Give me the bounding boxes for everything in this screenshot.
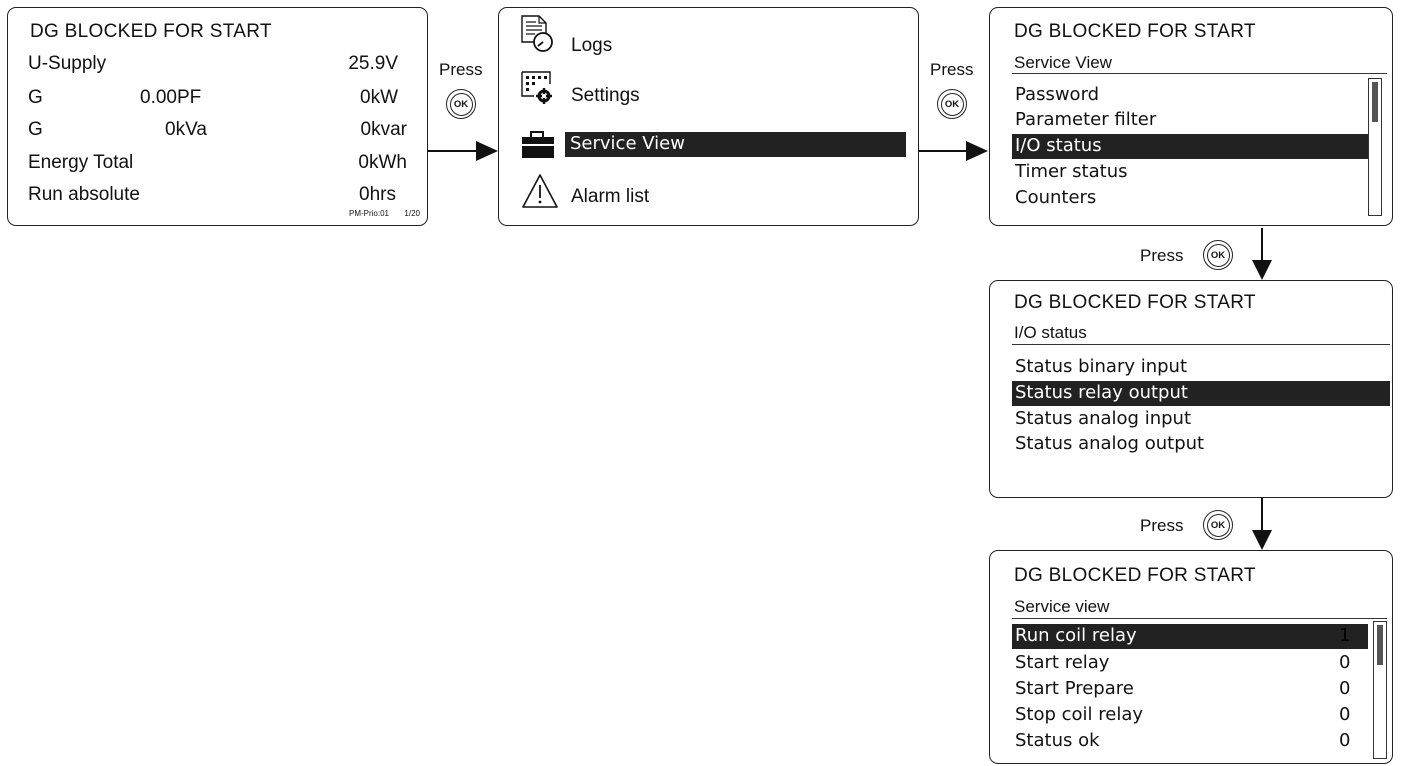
subtitle-divider bbox=[1012, 73, 1387, 75]
menu-item-parameter-filter[interactable]: Parameter filter bbox=[1012, 108, 1362, 133]
menu-item-label: Counters bbox=[1015, 187, 1097, 208]
screen-subtitle: Service view bbox=[1014, 597, 1110, 616]
ok-button-2[interactable]: OK bbox=[937, 89, 967, 119]
relay-value: 0 bbox=[1339, 704, 1351, 725]
row-value: 0kWh bbox=[358, 152, 407, 173]
menu-item-label: Timer status bbox=[1015, 161, 1128, 182]
arrow-down-2 bbox=[1252, 530, 1272, 550]
row-value: 0kvar bbox=[360, 119, 407, 140]
menu-item-label: Status binary input bbox=[1015, 356, 1188, 377]
ok-icon: OK bbox=[940, 92, 964, 116]
menu-item-label: Service View bbox=[570, 133, 685, 154]
scrollbar-thumb[interactable] bbox=[1377, 625, 1383, 665]
press-label-4: Press bbox=[1140, 516, 1184, 535]
relay-value: 1 bbox=[1339, 625, 1351, 646]
relay-row-run-coil[interactable]: Run coil relay 1 bbox=[1012, 624, 1368, 649]
arrow-right-2 bbox=[966, 141, 988, 161]
io-status-panel: DG BLOCKED FOR START I/O status Status b… bbox=[989, 280, 1393, 498]
menu-item-service-view[interactable]: Service View bbox=[565, 132, 906, 157]
ok-button-1[interactable]: OK bbox=[446, 89, 476, 119]
scrollbar[interactable] bbox=[1373, 621, 1387, 759]
scrollbar[interactable] bbox=[1368, 78, 1382, 216]
row-mid: 0.00PF bbox=[140, 87, 202, 108]
press-label-3: Press bbox=[1140, 246, 1184, 265]
ok-icon: OK bbox=[449, 92, 473, 116]
menu-item-io-status[interactable]: I/O status bbox=[1012, 134, 1368, 159]
menu-item-counters[interactable]: Counters bbox=[1012, 186, 1362, 211]
row-label: G bbox=[28, 87, 43, 108]
menu-item-label: Password bbox=[1015, 84, 1100, 105]
arrow-right-1 bbox=[476, 141, 498, 161]
scrollbar-thumb[interactable] bbox=[1372, 82, 1378, 122]
menu-item-settings[interactable]: Settings bbox=[571, 85, 871, 107]
press-label-2: Press bbox=[930, 60, 974, 79]
relay-label: Status ok bbox=[1015, 730, 1100, 751]
row-label: Run absolute bbox=[28, 184, 140, 205]
relay-output-panel: DG BLOCKED FOR START Service view Run co… bbox=[989, 550, 1393, 764]
relay-row-start[interactable]: Start relay 0 bbox=[1012, 651, 1368, 676]
row-mid: 0kVa bbox=[165, 119, 207, 140]
service-view-panel: DG BLOCKED FOR START Service View Passwo… bbox=[989, 7, 1393, 226]
menu-item-label: Parameter filter bbox=[1015, 109, 1157, 130]
main-menu-panel: Logs Settings Service View Alarm list bbox=[498, 7, 919, 226]
row-label: Energy Total bbox=[28, 152, 134, 173]
subtitle-divider bbox=[1012, 344, 1390, 346]
relay-label: Stop coil relay bbox=[1015, 704, 1144, 725]
menu-item-timer-status[interactable]: Timer status bbox=[1012, 160, 1362, 185]
subtitle-divider bbox=[1012, 618, 1387, 620]
relay-label: Start Prepare bbox=[1015, 678, 1134, 699]
ok-button-3[interactable]: OK bbox=[1203, 240, 1233, 270]
screen-subtitle: I/O status bbox=[1014, 323, 1087, 342]
row-value: 0hrs bbox=[359, 184, 396, 205]
prio-indicator: PM-Prio:01 bbox=[348, 209, 389, 218]
row-label: U-Supply bbox=[28, 53, 107, 74]
screen-title: DG BLOCKED FOR START bbox=[1014, 21, 1256, 42]
menu-item-status-relay-output[interactable]: Status relay output bbox=[1012, 381, 1390, 406]
relay-label: Start relay bbox=[1015, 652, 1110, 673]
relay-row-stop-coil[interactable]: Stop coil relay 0 bbox=[1012, 703, 1368, 728]
menu-item-alarm-list[interactable]: Alarm list bbox=[571, 186, 871, 208]
logs-icon bbox=[521, 15, 553, 52]
relay-value: 0 bbox=[1339, 730, 1351, 751]
ok-icon: OK bbox=[1206, 243, 1230, 267]
menu-item-password[interactable]: Password bbox=[1012, 83, 1362, 108]
relay-row-status-ok[interactable]: Status ok 0 bbox=[1012, 729, 1368, 754]
relay-value: 0 bbox=[1339, 678, 1351, 699]
screen-subtitle: Service View bbox=[1014, 53, 1112, 72]
menu-item-status-analog-input[interactable]: Status analog input bbox=[1012, 407, 1387, 432]
menu-item-label: Alarm list bbox=[571, 186, 650, 207]
ok-button-4[interactable]: OK bbox=[1203, 510, 1233, 540]
relay-value: 0 bbox=[1339, 652, 1351, 673]
page-indicator: 1/20 bbox=[404, 209, 420, 218]
row-value: 25.9V bbox=[348, 53, 398, 74]
ok-icon: OK bbox=[1206, 513, 1230, 537]
arrow-down-1 bbox=[1252, 260, 1272, 280]
relay-row-start-prepare[interactable]: Start Prepare 0 bbox=[1012, 677, 1368, 702]
press-label-1: Press bbox=[439, 60, 483, 79]
settings-icon bbox=[521, 71, 552, 104]
alarm-warning-icon bbox=[522, 174, 558, 208]
menu-item-label: Logs bbox=[571, 35, 613, 56]
relay-label: Run coil relay bbox=[1015, 625, 1137, 646]
row-value: 0kW bbox=[360, 87, 398, 108]
menu-item-label: Settings bbox=[571, 85, 640, 106]
menu-item-label: Status analog input bbox=[1015, 408, 1192, 429]
menu-item-label: Status analog output bbox=[1015, 433, 1205, 454]
row-label: G bbox=[28, 119, 43, 140]
menu-item-logs[interactable]: Logs bbox=[571, 35, 871, 57]
screen-title: DG BLOCKED FOR START bbox=[1014, 565, 1256, 586]
menu-item-status-binary-input[interactable]: Status binary input bbox=[1012, 355, 1387, 380]
status-screen-panel: DG BLOCKED FOR START U-Supply 25.9V G 0.… bbox=[7, 7, 428, 226]
toolbox-icon bbox=[522, 131, 554, 158]
menu-item-status-analog-output[interactable]: Status analog output bbox=[1012, 432, 1387, 457]
menu-item-label: Status relay output bbox=[1015, 382, 1188, 403]
menu-item-label: I/O status bbox=[1015, 135, 1102, 156]
screen-title: DG BLOCKED FOR START bbox=[1014, 292, 1256, 313]
screen-title: DG BLOCKED FOR START bbox=[30, 21, 272, 42]
